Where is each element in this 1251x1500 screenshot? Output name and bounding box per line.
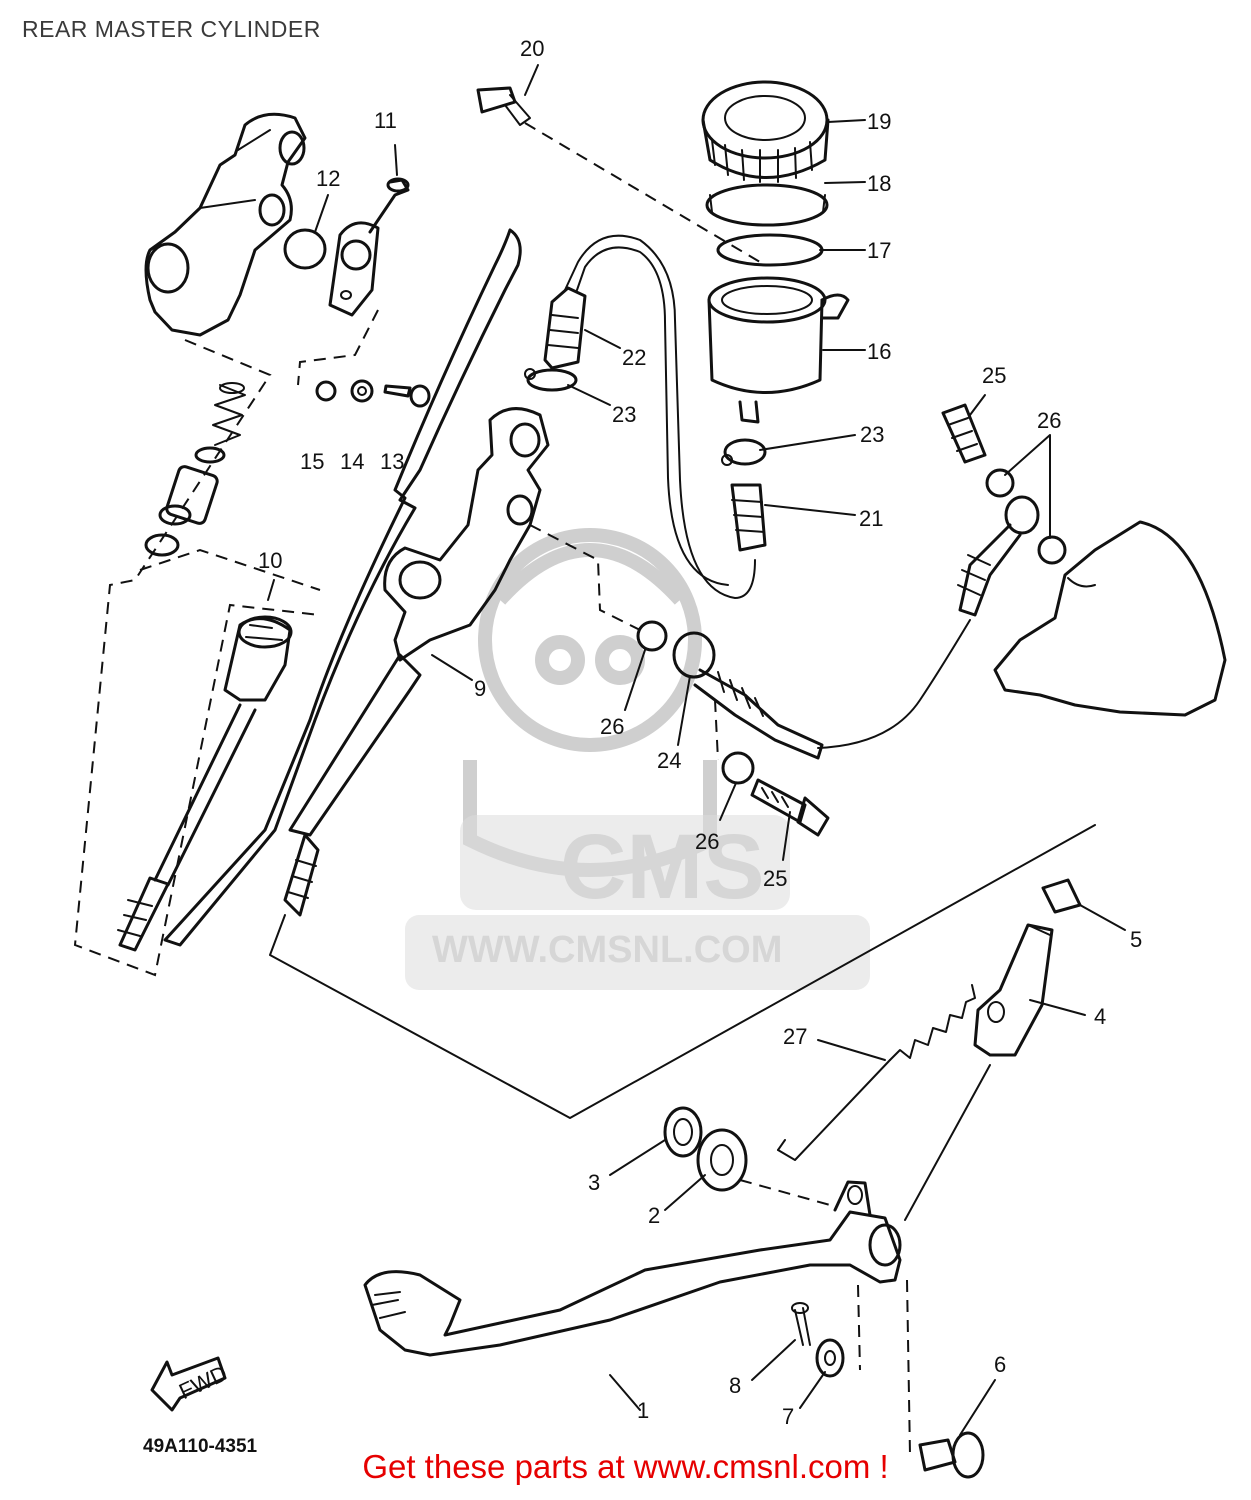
brake-pedal-part-1 xyxy=(363,1180,902,1357)
rod-to-pedal-line xyxy=(269,824,1096,1119)
part-label-18: 18 xyxy=(867,171,891,196)
part-label-14: 14 xyxy=(340,449,364,474)
copper-washer-part-26-right xyxy=(1037,535,1067,565)
part-label-12: 12 xyxy=(316,166,340,191)
banjo-bolt-part-25-lower xyxy=(750,778,830,837)
watermark-url-text: WWW.CMSNL.COM xyxy=(432,929,782,971)
plate-part-17 xyxy=(716,233,824,267)
copper-washer-part-26-lower xyxy=(721,751,755,785)
cotter-pin-part-8 xyxy=(791,1302,811,1346)
hose-joint-part-22 xyxy=(543,286,587,370)
fwd-arrow-icon: FWD xyxy=(150,1356,231,1412)
page-title: REAR MASTER CYLINDER xyxy=(22,16,321,42)
hose-joint-part-21 xyxy=(730,483,767,552)
push-rod-boot xyxy=(117,615,293,952)
part-label-24: 24 xyxy=(657,748,681,773)
part-label-21: 21 xyxy=(859,506,883,531)
part-label-26-left: 26 xyxy=(600,714,624,739)
cup xyxy=(194,446,226,464)
reservoir-cap-part-19 xyxy=(701,80,830,183)
part-label-1: 1 xyxy=(637,1398,649,1423)
part-label-13: 13 xyxy=(380,449,404,474)
hose-clip-part-23-lower xyxy=(721,438,767,466)
piston-kit-part-10 xyxy=(73,339,321,977)
reservoir-hose xyxy=(564,234,756,599)
part-label-22: 22 xyxy=(622,345,646,370)
part-label-25-upper: 25 xyxy=(982,363,1006,388)
diaphragm-part-18 xyxy=(705,183,829,227)
clevis-to-pedal-line xyxy=(904,1064,991,1221)
washer-part-2 xyxy=(696,1128,748,1192)
part-label-27: 27 xyxy=(783,1024,807,1049)
master-cylinder-part-9 xyxy=(163,228,550,947)
pin-part-6 xyxy=(918,1431,985,1479)
part-label-15: 15 xyxy=(300,449,324,474)
copper-washer-part-26-left xyxy=(636,620,668,652)
bolt-part-20 xyxy=(476,86,531,126)
washer-part-7 xyxy=(815,1338,845,1378)
footer-parts-link[interactable]: Get these parts at www.cmsnl.com ! xyxy=(362,1448,889,1485)
nut-part-14 xyxy=(350,379,374,403)
brake-caliper xyxy=(993,520,1227,717)
return-spring-part-27 xyxy=(777,984,976,1161)
watermark-logo-text: CMS xyxy=(560,816,764,918)
piston xyxy=(165,465,219,525)
part-label-9: 9 xyxy=(474,676,486,701)
part-label-6: 6 xyxy=(994,1352,1006,1377)
copper-washer-part-26-upper xyxy=(985,468,1015,498)
part-label-4: 4 xyxy=(1094,1004,1106,1029)
adjuster-nut-part-5 xyxy=(1041,878,1082,914)
cylinder-body-bracket xyxy=(144,112,307,337)
bolt-part-13 xyxy=(383,384,431,408)
banjo-fitting-right xyxy=(957,495,1040,617)
part-label-10: 10 xyxy=(258,548,282,573)
part-labels: 1 2 3 4 5 6 7 8 9 10 11 12 13 14 15 16 1… xyxy=(143,36,1142,1457)
part-label-23-upper: 23 xyxy=(612,402,636,427)
part-label-7: 7 xyxy=(782,1404,794,1429)
watermark: CMS WWW.CMSNL.COM xyxy=(405,528,870,990)
part-label-26-upper: 26 xyxy=(1037,408,1061,433)
part-label-17: 17 xyxy=(867,238,891,263)
hose-joint-part-11 xyxy=(328,144,410,317)
part-label-16: 16 xyxy=(867,339,891,364)
banjo-bolt-part-25-upper xyxy=(941,403,987,464)
circlip-part-3 xyxy=(663,1106,703,1158)
watermark-logo: CMS xyxy=(460,815,790,918)
banjo-bolt-hose-part-24 xyxy=(672,619,971,760)
washer-part-15 xyxy=(315,380,337,402)
diagram-code: 49A110-4351 xyxy=(143,1436,258,1457)
part-label-20: 20 xyxy=(520,36,544,61)
o-ring-part-12 xyxy=(283,228,327,270)
part-label-5: 5 xyxy=(1130,927,1142,952)
part-label-26-lower: 26 xyxy=(695,829,719,854)
part-label-19: 19 xyxy=(867,109,891,134)
fwd-arrow-label: FWD xyxy=(175,1360,231,1404)
part-label-11: 11 xyxy=(374,108,397,133)
part-label-8: 8 xyxy=(729,1373,741,1398)
clevis-part-4 xyxy=(973,923,1054,1057)
part-label-3: 3 xyxy=(588,1170,600,1195)
hose-clip-part-23-upper xyxy=(524,368,578,392)
part-label-23-lower: 23 xyxy=(860,422,884,447)
watermark-url: WWW.CMSNL.COM xyxy=(405,915,870,990)
leader-lines xyxy=(267,64,1126,1436)
reservoir-tank-part-16 xyxy=(707,276,850,424)
part-label-25-lower: 25 xyxy=(763,866,787,891)
spring xyxy=(212,382,246,446)
part-label-2: 2 xyxy=(648,1203,660,1228)
